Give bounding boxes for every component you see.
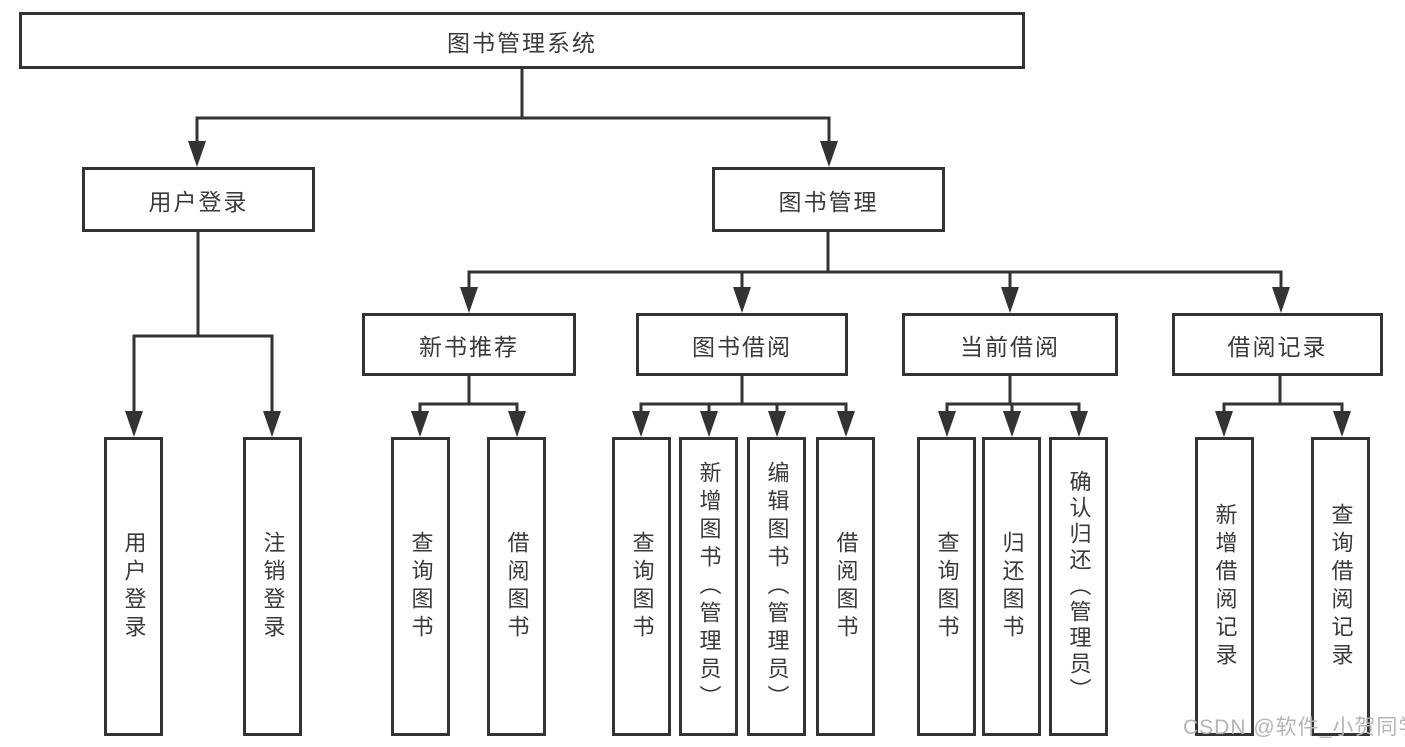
leaf-bb-borrow-books: 借阅图书 (816, 437, 875, 736)
node-user-login: 用户登录 (82, 167, 315, 232)
leaf-cb-query-books: 查询图书 (917, 437, 976, 736)
node-new-book-recommend-label: 新书推荐 (419, 333, 519, 360)
leaf-logout: 注销登录 (243, 437, 302, 736)
node-borrow-record: 借阅记录 (1172, 313, 1383, 376)
leaf-br-add-record-label: 新增借阅记录 (1212, 502, 1238, 671)
csdn-watermark: CSDN @软件_小贺同学 (1183, 716, 1405, 739)
leaf-cb-confirm-return-label: 确认归还（管理员） (1066, 469, 1092, 704)
leaf-user-login: 用户登录 (104, 437, 163, 736)
leaf-br-query-record-label: 查询借阅记录 (1328, 502, 1354, 671)
leaf-nb-query-books: 查询图书 (391, 437, 450, 736)
leaf-cb-return-books: 归还图书 (982, 437, 1041, 736)
leaf-br-add-record: 新增借阅记录 (1195, 437, 1254, 736)
leaf-nb-borrow-books: 借阅图书 (487, 437, 546, 736)
node-borrow-record-label: 借阅记录 (1227, 333, 1328, 360)
leaf-cb-query-books-label: 查询图书 (934, 530, 960, 643)
node-user-login-label: 用户登录 (148, 188, 249, 215)
leaf-bb-edit-books-label: 编辑图书（管理员） (764, 460, 790, 713)
leaf-bb-add-books-label: 新增图书（管理员） (696, 460, 722, 713)
leaf-bb-add-books: 新增图书（管理员） (679, 437, 738, 736)
leaf-user-login-label: 用户登录 (121, 530, 147, 643)
leaf-cb-confirm-return: 确认归还（管理员） (1049, 437, 1108, 736)
leaf-nb-borrow-books-label: 借阅图书 (504, 530, 530, 643)
leaf-nb-query-books-label: 查询图书 (408, 530, 434, 643)
node-current-borrow-label: 当前借阅 (960, 333, 1060, 360)
leaf-bb-query-books-label: 查询图书 (629, 530, 655, 643)
node-book-borrow-label: 图书借阅 (692, 333, 792, 360)
node-book-borrow: 图书借阅 (636, 313, 848, 376)
node-root: 图书管理系统 (19, 12, 1025, 69)
leaf-br-query-record: 查询借阅记录 (1311, 437, 1370, 736)
leaf-logout-label: 注销登录 (260, 530, 286, 643)
node-current-borrow: 当前借阅 (902, 313, 1118, 376)
leaf-bb-borrow-books-label: 借阅图书 (833, 530, 859, 643)
leaf-cb-return-books-label: 归还图书 (999, 530, 1025, 643)
node-book-management-label: 图书管理 (778, 188, 879, 215)
leaf-bb-edit-books: 编辑图书（管理员） (747, 437, 806, 736)
node-book-management: 图书管理 (712, 167, 945, 232)
leaf-bb-query-books: 查询图书 (612, 437, 671, 736)
node-root-label: 图书管理系统 (447, 29, 597, 56)
node-new-book-recommend: 新书推荐 (362, 313, 576, 376)
